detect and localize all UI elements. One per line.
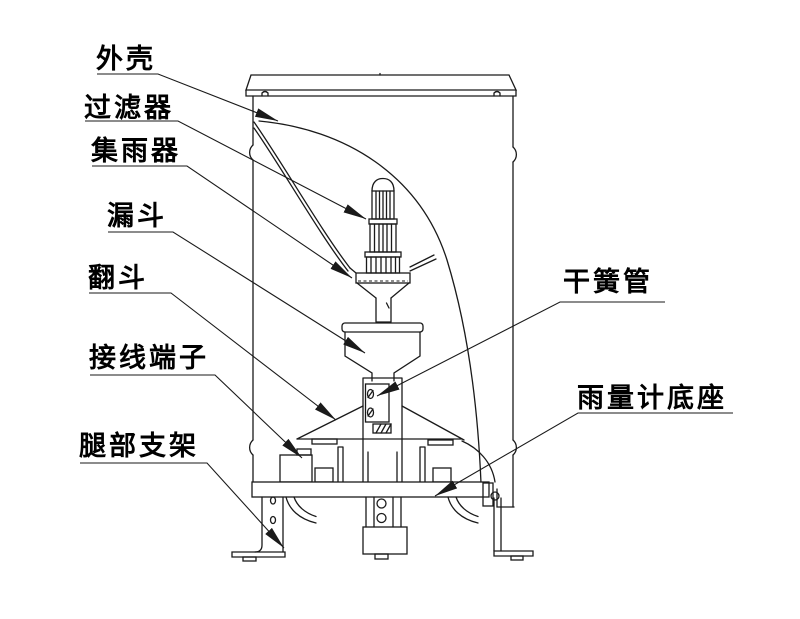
leader-rain-collector [92,165,353,279]
leader-leg-bracket [80,462,285,549]
label-housing: 外壳 [96,44,156,74]
label-filter: 过滤器 [84,93,174,123]
left-leg-bracket [231,496,286,562]
label-wiring-terminal: 接线端子 [89,343,209,373]
leader-housing [97,73,279,122]
label-leg-bracket: 腿部支架 [79,431,199,461]
internal-funnel-wall [253,121,437,274]
leader-gauge-base [434,412,733,497]
housing-outline [245,72,518,508]
leader-reed-switch [376,301,665,397]
leader-tipping-bucket [89,292,337,421]
pedestal-column [362,377,403,483]
leader-funnel [108,231,366,354]
leader-wiring-terminal [90,374,303,459]
callout-leader-lines [80,73,733,549]
lid-screw-left [261,90,269,97]
funnel-cup [341,322,424,382]
leader-filter [85,120,367,220]
label-funnel: 漏斗 [107,201,167,231]
filter-assembly [364,177,402,274]
label-gauge-base: 雨量计底座 [577,383,727,413]
rain-collector-ring [355,272,411,323]
base-assembly [231,481,534,562]
lid-screw-right [493,90,501,97]
terminal-block [279,454,313,483]
label-tipping-bucket: 翻斗 [88,263,148,293]
right-leg-bracket [493,497,534,561]
label-rain-collector: 集雨器 [91,136,181,166]
tipping-bucket-cone [296,405,465,446]
inner-frame [279,440,496,483]
center-foot-block [362,526,408,555]
section-cut-curve [258,120,482,484]
label-reed-switch: 干簧管 [563,267,653,297]
base-plate [251,481,490,498]
